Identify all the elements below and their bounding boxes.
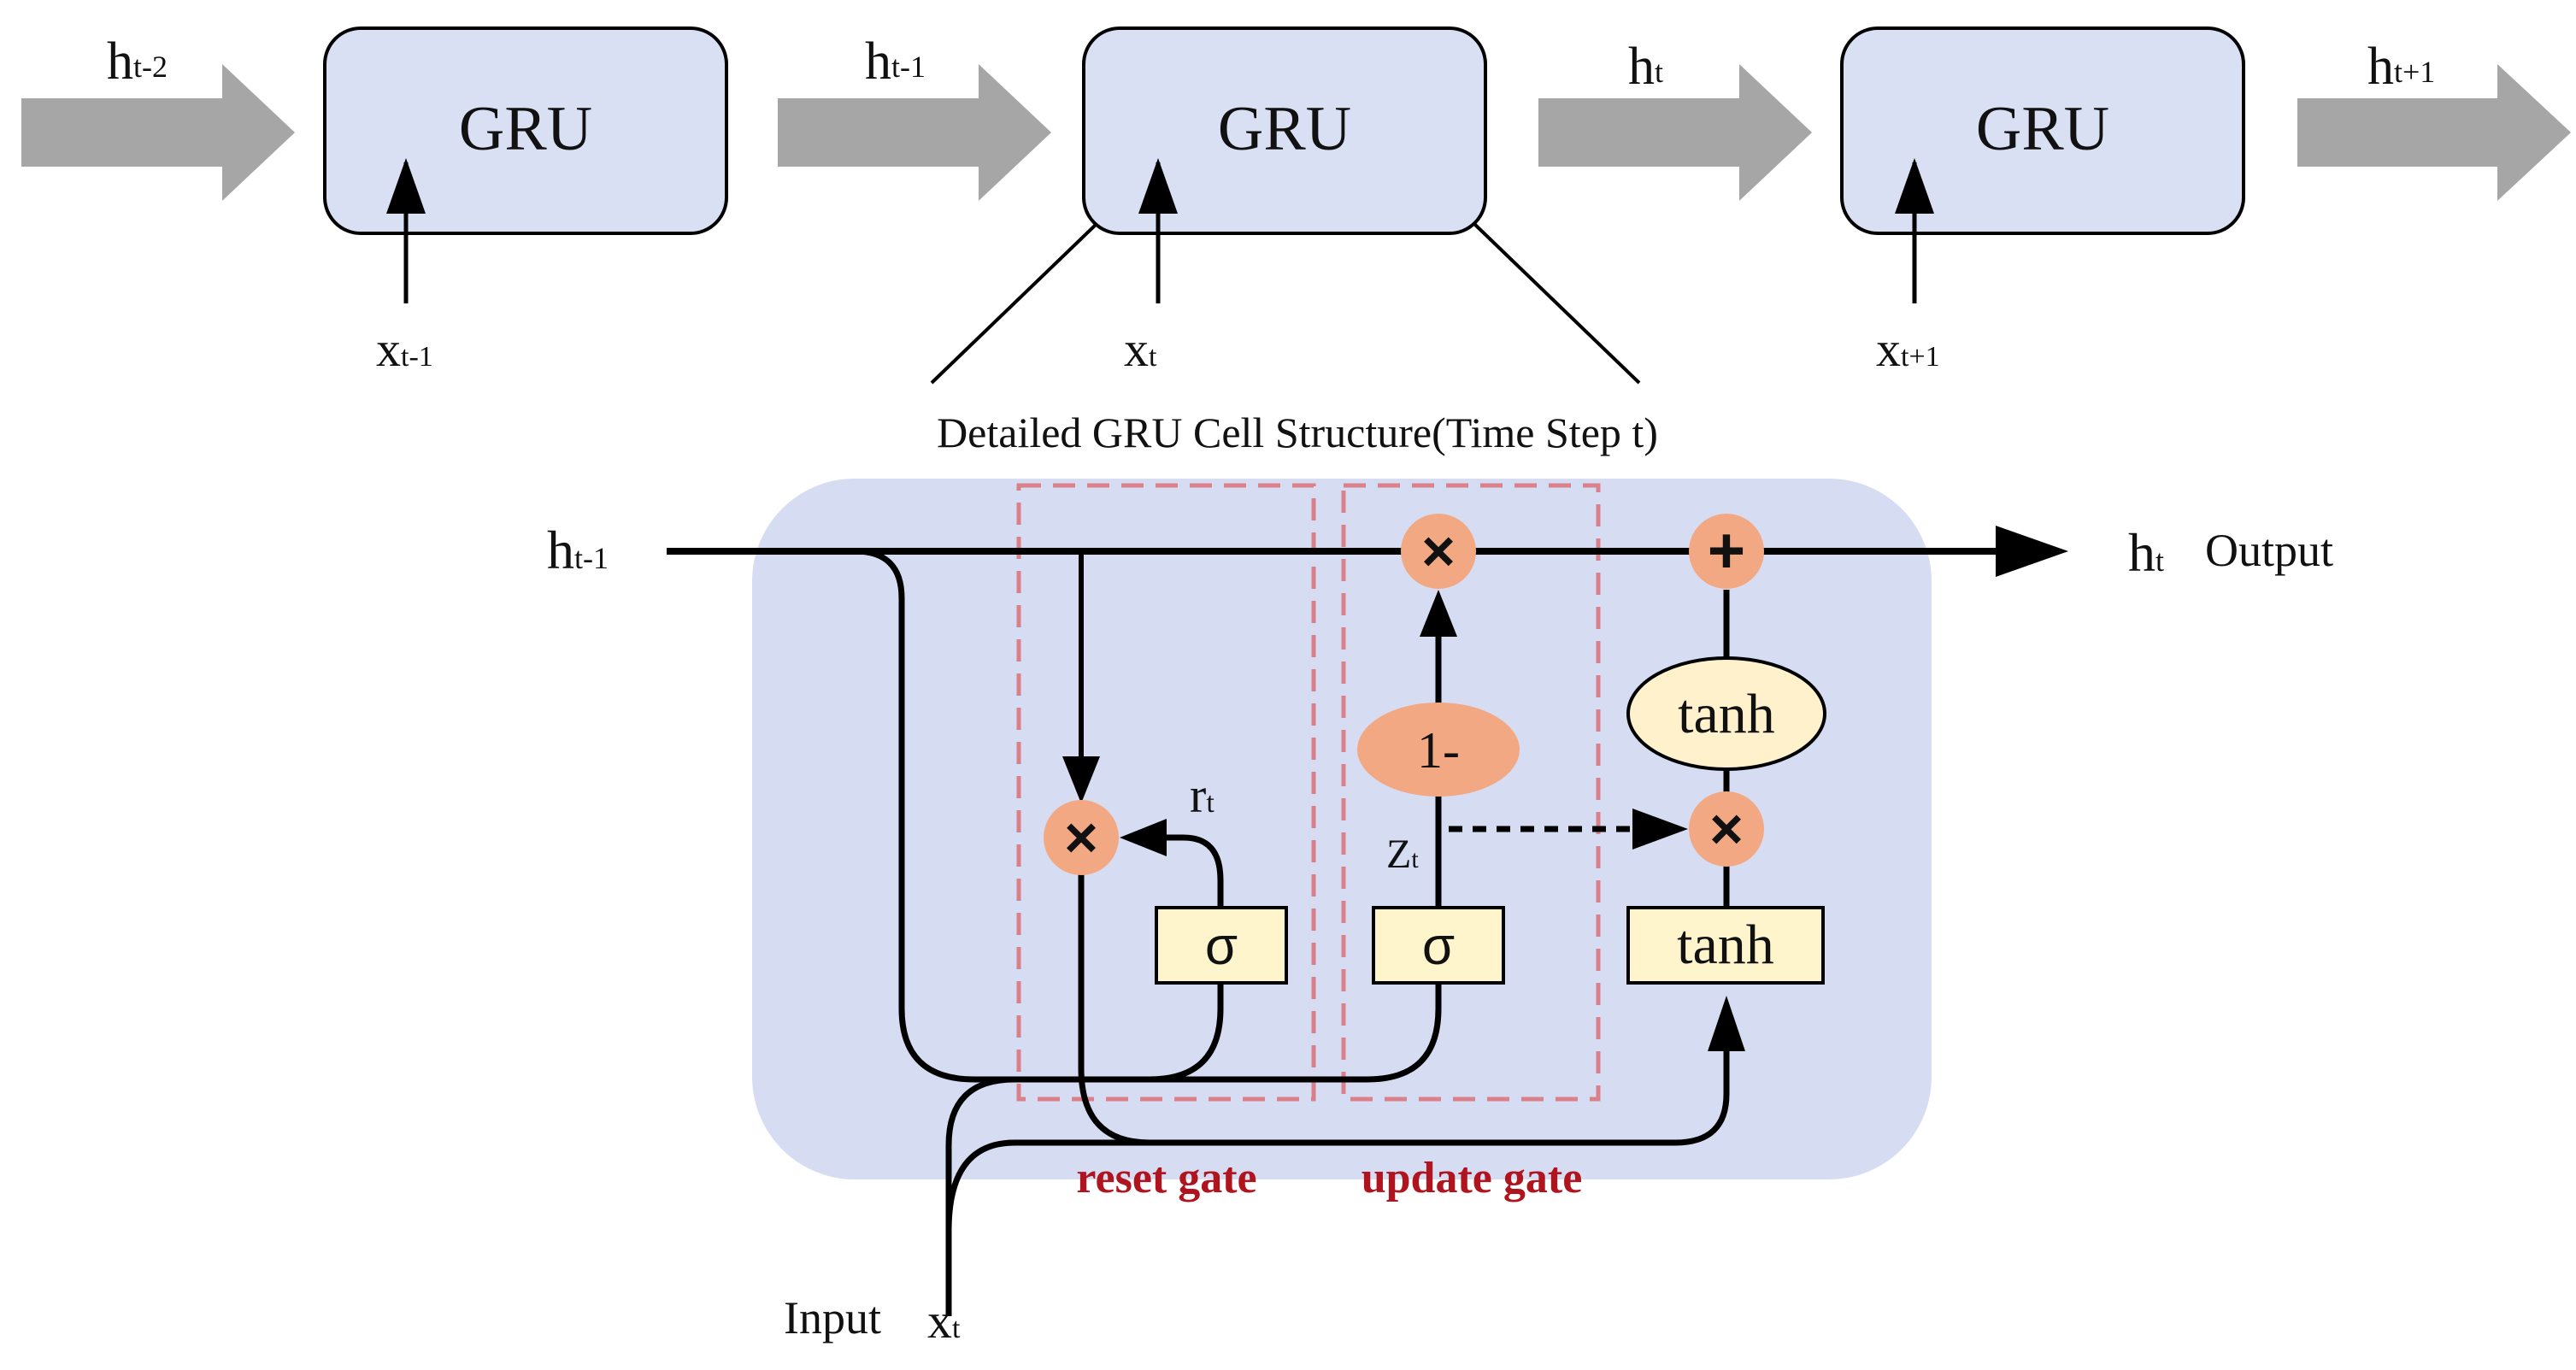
tanh-candidate-box: [1626, 906, 1825, 985]
gru-chain: ht-2 ht-1 ht ht+1 GRU GRU GRU xt-1 xt: [21, 26, 2571, 385]
detail-title: Detailed GRU Cell Structure(Time Step t): [937, 409, 1658, 456]
wire-input-to-reset-sigma: [945, 985, 1224, 1316]
zoom-line-left: [930, 222, 1098, 385]
arrowhead-zt-mult: [1632, 808, 1688, 850]
candidate-multiply-symbol: ×: [1709, 797, 1744, 861]
state-label-4: ht+1: [2367, 38, 2435, 96]
wire-reset-sigma-to-mult: [1158, 834, 1224, 906]
tanh-output-label: tanh: [1678, 683, 1775, 745]
flow-arrow-3: [1538, 64, 1812, 201]
input-label: Input: [784, 1292, 881, 1344]
top-multiply-node: [1401, 514, 1476, 589]
state-label-3: ht: [1628, 38, 1663, 96]
input-arrowhead-2: [1138, 158, 1178, 214]
gru-cell-2: [1082, 26, 1487, 235]
update-sigma-label: σ: [1422, 917, 1455, 976]
wire-reset-mult-to-tanh: [1078, 863, 1150, 1146]
flow-arrow-1: [21, 64, 295, 201]
gru-detail: × + × × 1- tanh σ σ tanh rt Zt reset gat…: [667, 479, 2068, 1316]
add-node: [1689, 514, 1764, 589]
arrowhead-reset-mult: [1062, 756, 1100, 803]
reset-gate-region: [1016, 483, 1316, 1102]
flow-arrow-2: [778, 64, 1051, 201]
gru-cell-label-2: GRU: [1218, 94, 1351, 164]
tanh-candidate-label: tanh: [1677, 914, 1774, 976]
gru-cell-label-1: GRU: [459, 94, 592, 164]
update-signal-label: Zt: [1386, 832, 1419, 877]
output-arrowhead: [1996, 526, 2068, 577]
candidate-multiply-node: [1689, 791, 1764, 867]
arrowhead-tanh-input: [1708, 996, 1745, 1051]
reset-multiply-node: [1044, 800, 1119, 875]
input-arrowhead-3: [1895, 158, 1934, 214]
update-sigma-box: [1372, 906, 1505, 985]
input-label-3: xt+1: [1876, 321, 1940, 377]
wire-h-to-update-sigma: [854, 548, 1442, 1083]
input-label-1: xt-1: [376, 321, 433, 377]
gru-cell-label-3: GRU: [1976, 94, 2109, 164]
one-minus-node: [1357, 703, 1520, 797]
detail-cell-background: [752, 479, 1932, 1179]
output-label: Output: [2205, 525, 2333, 576]
prev-state-label: ht-1: [547, 520, 609, 580]
update-gate-label: update gate: [1362, 1154, 1583, 1202]
input-var-label: xt: [927, 1293, 961, 1349]
one-minus-label: 1-: [1417, 722, 1460, 779]
reset-sigma-label: σ: [1205, 917, 1238, 976]
top-multiply-symbol: ×: [1421, 519, 1456, 584]
reset-multiply-symbol: ×: [1064, 805, 1098, 870]
zoom-line-right: [1473, 222, 1641, 385]
state-label-1: ht-2: [107, 32, 168, 91]
update-gate-region: [1341, 483, 1601, 1102]
arrowhead-reset-signal: [1120, 819, 1167, 856]
input-arrowhead-1: [386, 158, 426, 214]
add-symbol: +: [1708, 514, 1745, 587]
reset-sigma-box: [1155, 906, 1288, 985]
flow-arrow-4: [2297, 64, 2571, 201]
reset-signal-label: rt: [1190, 767, 1214, 823]
wire-input-to-tanh: [945, 1051, 1730, 1232]
gru-cell-1: [323, 26, 728, 235]
input-label-2: xt: [1124, 321, 1157, 377]
out-state-label: ht: [2128, 522, 2164, 583]
gru-cell-3: [1840, 26, 2245, 235]
reset-gate-label: reset gate: [1076, 1154, 1256, 1202]
tanh-output-node: [1626, 656, 1826, 771]
state-label-2: ht-1: [865, 32, 926, 91]
arrowhead-top-mult: [1420, 590, 1457, 637]
